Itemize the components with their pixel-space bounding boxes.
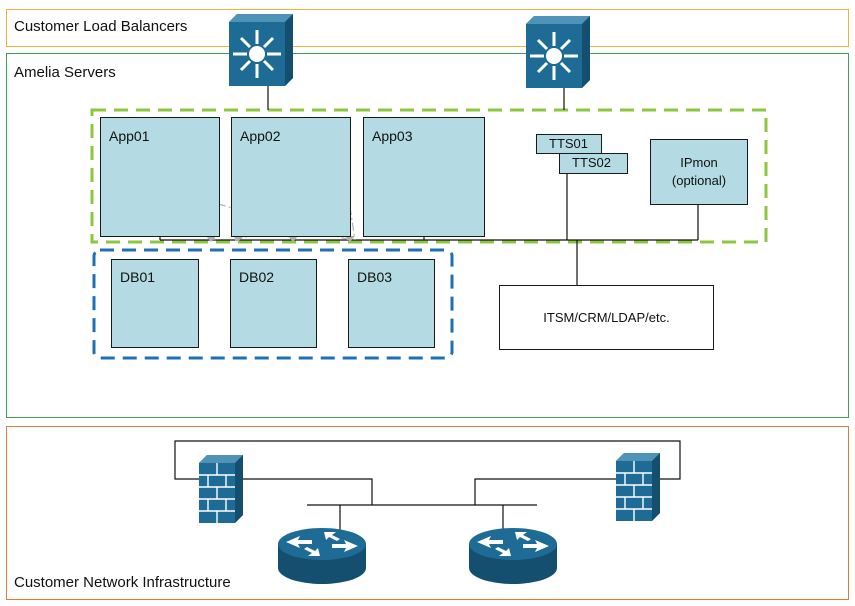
app-server-label: App01	[109, 128, 150, 144]
app-server-label: App02	[240, 128, 281, 144]
tts-server-label: TTS01	[549, 136, 589, 151]
app-group-border	[90, 108, 768, 244]
tts-server: TTS01	[536, 134, 602, 154]
load-balancers-zone	[6, 9, 849, 47]
app-server: App03	[363, 117, 485, 237]
ipmon-server: IPmon (optional)	[650, 139, 748, 205]
tts-server: TTS02	[559, 153, 628, 174]
db-server-label: DB03	[357, 269, 393, 285]
amelia-servers-zone	[6, 53, 849, 418]
db-server: DB02	[230, 259, 317, 348]
router-icon	[278, 528, 366, 584]
amelia-servers-zone-label: Amelia Servers	[14, 64, 116, 81]
network-infrastructure-zone-label: Customer Network Infrastructure	[14, 574, 231, 591]
app-server: App02	[231, 117, 351, 237]
app-server-label: App03	[372, 128, 413, 144]
app-server: App01	[100, 117, 220, 237]
external-systems-label: ITSM/CRM/LDAP/etc.	[543, 310, 670, 325]
switch-icon	[229, 14, 293, 86]
db-group-border	[92, 248, 454, 360]
db-server: DB03	[348, 259, 435, 348]
tts-server-label: TTS02	[572, 155, 612, 170]
db-server: DB01	[111, 259, 199, 348]
ipmon-optional-label: (optional)	[671, 173, 727, 188]
external-systems-box: ITSM/CRM/LDAP/etc.	[499, 285, 714, 350]
router-icon	[469, 528, 557, 584]
load-balancers-zone-label: Customer Load Balancers	[14, 18, 188, 35]
db-server-label: DB01	[120, 269, 156, 285]
firewall-icon	[199, 455, 243, 523]
switch-icon	[526, 16, 590, 88]
network-infrastructure-zone	[6, 426, 849, 600]
db-server-label: DB02	[239, 269, 275, 285]
ipmon-label: IPmon	[680, 155, 718, 170]
firewall-icon	[616, 453, 660, 521]
